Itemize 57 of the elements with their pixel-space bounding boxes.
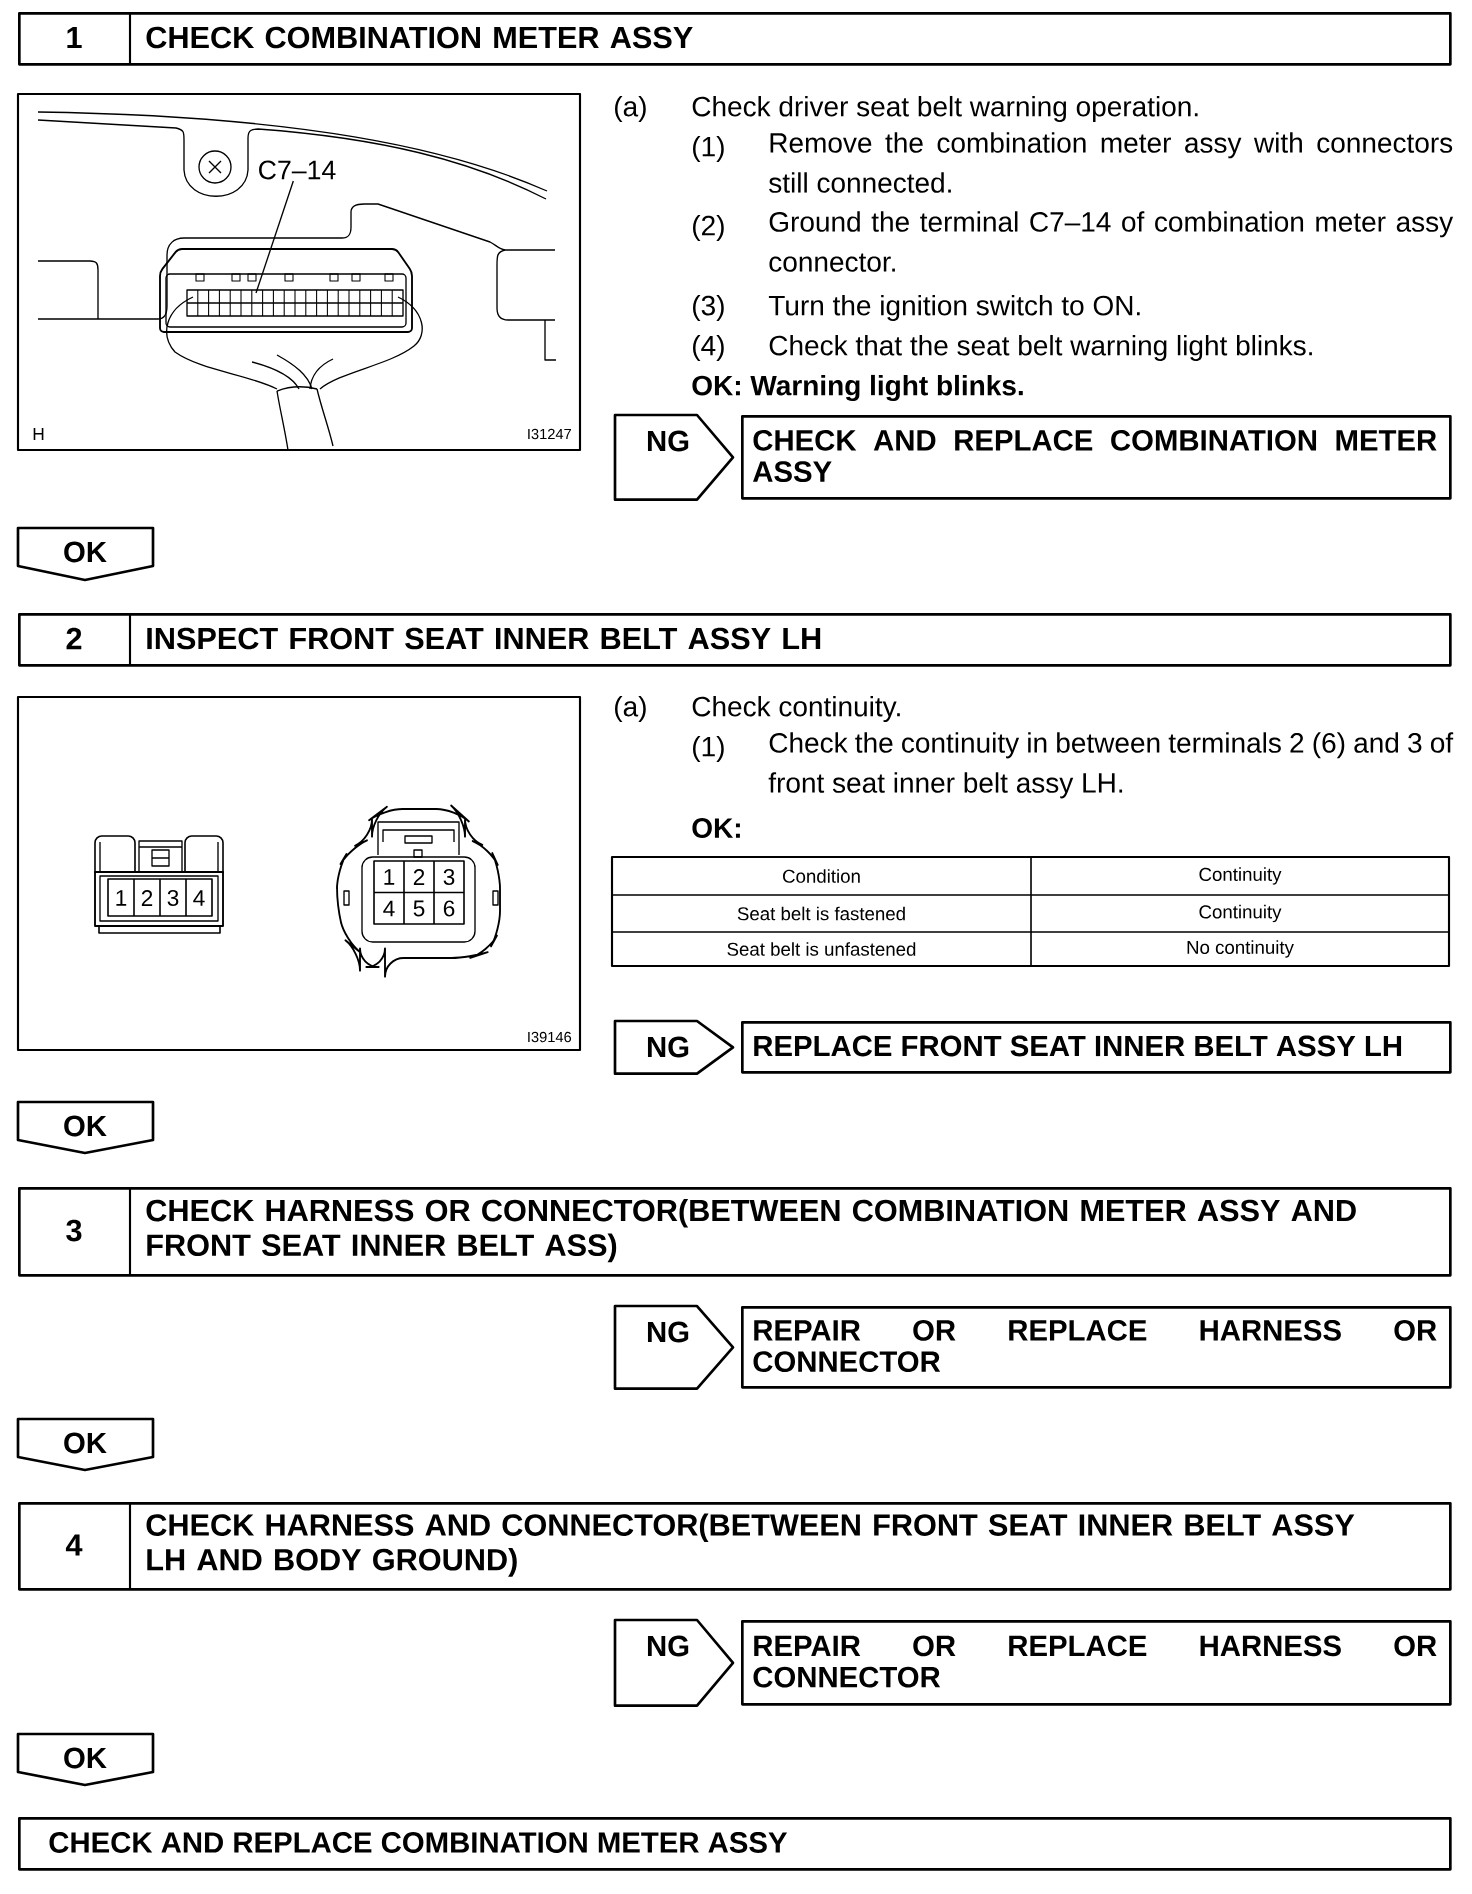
ng-arrow [613, 1618, 735, 1707]
pin-number: 1 [384, 869, 395, 885]
pin-number: 4 [383, 900, 395, 917]
ok-tab: OK [16, 526, 155, 582]
pin-number: 6 [443, 900, 455, 917]
item-marker: (1) [693, 735, 724, 763]
result-box: CHECK AND REPLACE COMBINATION METER ASSY [18, 1817, 1452, 1871]
ng-arrow [613, 413, 735, 501]
pin-number: 3 [443, 869, 455, 886]
item-marker: (4) [693, 334, 724, 362]
edge-label: NG [647, 1036, 689, 1058]
instruction-text: Turn the ignition switch to ON. [768, 294, 1140, 322]
step-header: 2 INSPECT FRONT SEAT INNER BELT ASSY LH [18, 613, 1452, 667]
table-cell: No continuity [1187, 940, 1294, 958]
edge-label: NG [647, 1635, 689, 1657]
result-box: REPAIR OR REPLACE HARNESS OR CONNECTOR [741, 1306, 1452, 1389]
instruction-text: Check the continuity in between terminals 2 (6) and 3 of front seat inner belt assy LH. [768, 732, 1454, 799]
ok-tab: OK [16, 1417, 155, 1472]
edge-label: NG [647, 1321, 689, 1343]
step-header: 1 CHECK COMBINATION METER ASSY [18, 12, 1452, 66]
result-box: CHECK AND REPLACE COMBINATION METER ASSY [741, 415, 1452, 500]
table-cell: Continuity [1199, 904, 1282, 923]
instruction-text: Check continuity. [692, 695, 900, 723]
item-marker: (a) [615, 695, 646, 723]
ok-tab: OK [16, 1732, 155, 1787]
item-marker: (3) [693, 294, 724, 322]
pin-number: 3 [167, 890, 179, 907]
result-box: REPAIR OR REPLACE HARNESS OR CONNECTOR [741, 1620, 1452, 1706]
step-header: 3 CHECK HARNESS OR CONNECTOR(BETWEEN COMBINATION METER ASSY AND FRONT SEAT INNER BELT ASS) [18, 1187, 1452, 1277]
table-cell: Continuity [1199, 867, 1282, 885]
leader-line [255, 180, 294, 294]
drawing-letter: H [33, 428, 44, 440]
ng-arrow [613, 1019, 735, 1075]
edge-label: NG [647, 430, 689, 452]
table-cell: Condition [783, 869, 860, 883]
step-header: 4 CHECK HARNESS AND CONNECTOR(BETWEEN FRONT SEAT INNER BELT ASSY LH AND BODY GROUND) [18, 1502, 1452, 1591]
pin-number: 5 [413, 900, 425, 917]
result-box: REPLACE FRONT SEAT INNER BELT ASSY LH [741, 1021, 1452, 1074]
table-cell: Seat belt is unfastened [727, 942, 916, 956]
item-marker: (2) [693, 214, 724, 242]
ng-arrow [613, 1304, 735, 1390]
pin-number: 2 [141, 890, 153, 906]
instruction-text: Ground the terminal C7–14 of combination meter assy connector. [769, 211, 1454, 272]
item-marker: (1) [693, 135, 724, 163]
result-note: OK: [692, 818, 740, 838]
pin-number: 2 [413, 869, 425, 885]
figure-number: I31247 [528, 428, 571, 440]
ok-tab: OK [16, 1100, 155, 1155]
instruction-text: Check that the seat belt warning light blinks. [769, 334, 1312, 362]
instruction-text: Check driver seat belt warning operation. [692, 95, 1198, 123]
item-marker: (a) [615, 95, 646, 123]
figure-number: I39146 [528, 1031, 572, 1043]
instruction-text: Remove the combination meter assy with connectors still connected. [769, 132, 1453, 193]
callout-label: C7–14 [259, 160, 336, 180]
pin-number: 4 [193, 890, 205, 906]
pin-number: 1 [116, 890, 127, 906]
table-cell: Seat belt is fastened [737, 906, 905, 921]
